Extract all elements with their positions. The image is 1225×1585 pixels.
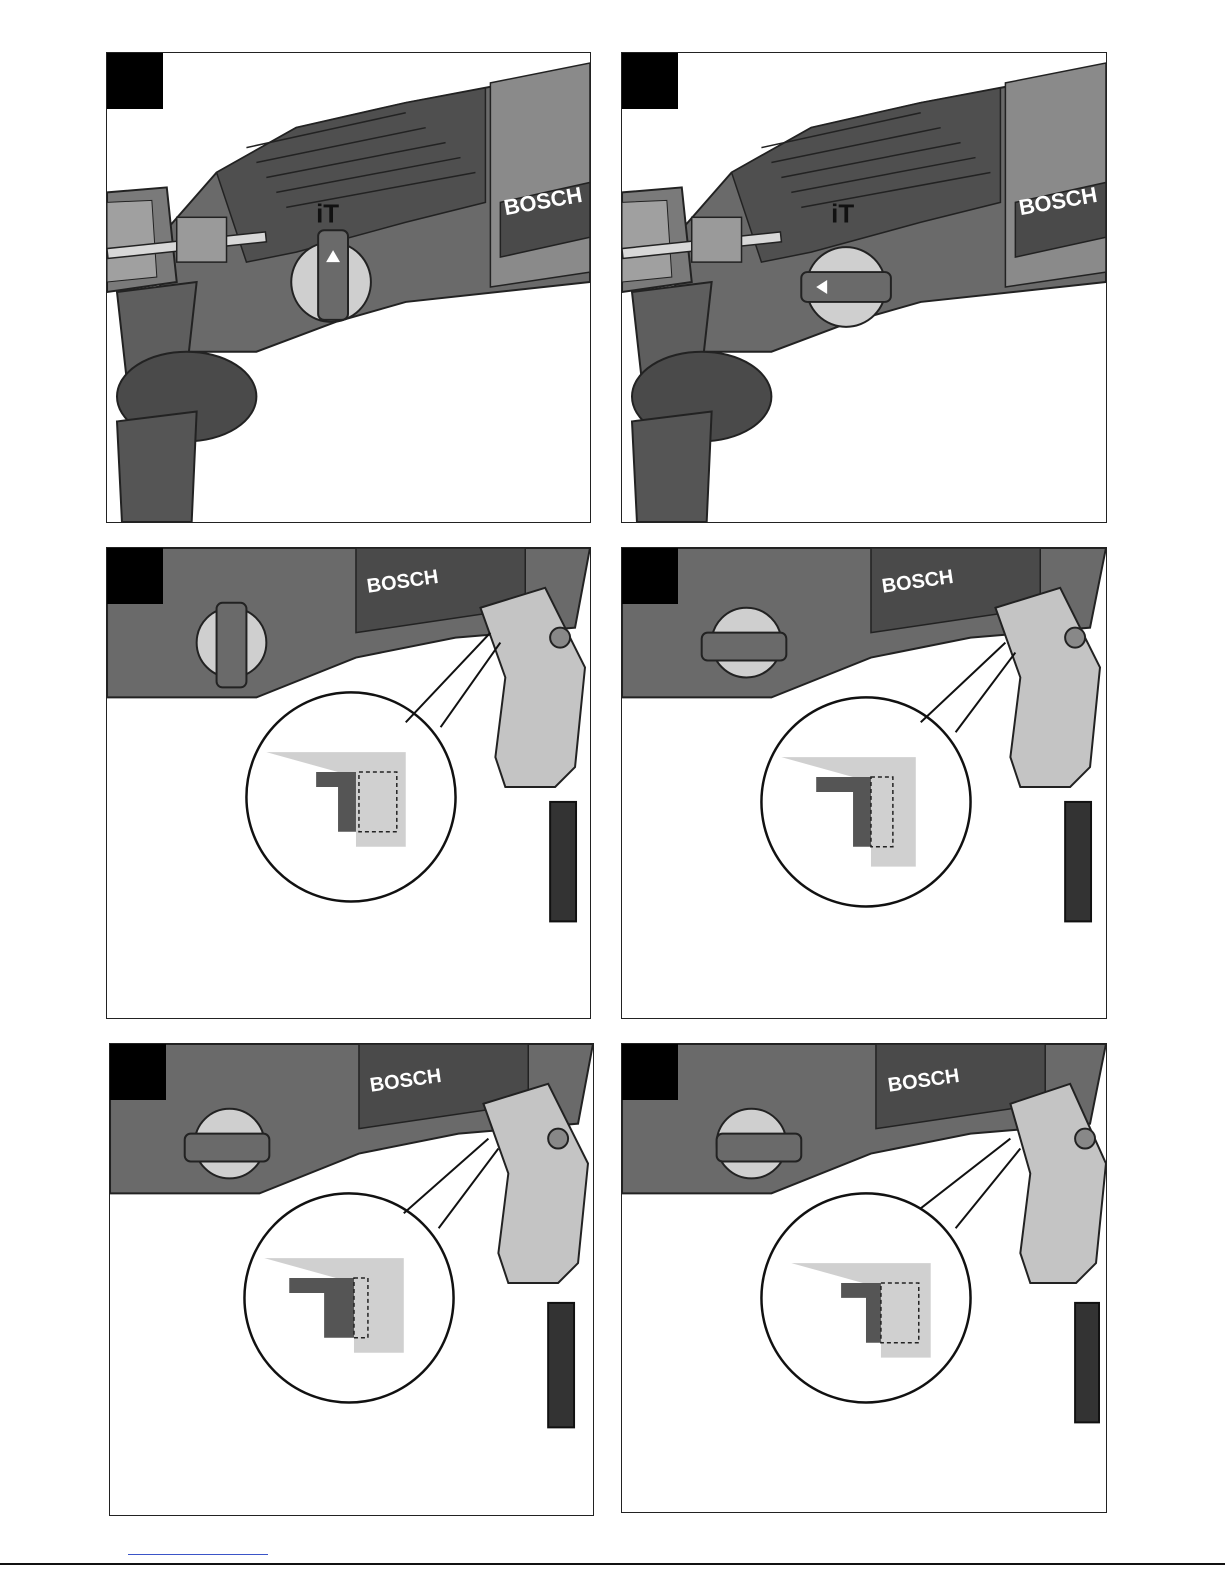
drill-illustration-side: BOSCH [622,548,1106,1018]
figure-label-box [110,1044,166,1100]
svg-text:iT: iT [316,200,339,228]
drill-illustration-front: BOSCH iT [107,53,590,522]
figure-panel-5: BOSCH [109,1043,594,1516]
figure-panel-6: BOSCH [621,1043,1107,1513]
figure-panel-3: BOSCH [106,547,591,1019]
mode-selector-knob [801,272,891,302]
mode-selector-knob [217,603,247,688]
mode-selector-knob [702,633,787,661]
figure-panel-2: BOSCH iT [621,52,1107,523]
figure-label-box [622,548,678,604]
drill-illustration-side: BOSCH [622,1044,1106,1512]
mode-selector-knob [318,230,348,320]
drill-illustration-side: BOSCH [107,548,590,1018]
page-link-underline [128,1554,268,1555]
mode-selector-knob [717,1134,802,1162]
figure-label-box [622,1044,678,1100]
drill-illustration-side: BOSCH [110,1044,593,1515]
figure-label-box [622,53,678,109]
page-bottom-rule [0,1563,1225,1565]
figure-label-box [107,548,163,604]
figure-panel-4: BOSCH [621,547,1107,1019]
svg-text:iT: iT [831,200,854,228]
figure-label-box [107,53,163,109]
mode-selector-knob [185,1134,270,1162]
figure-panel-1: BOSCH iT [106,52,591,523]
drill-illustration-front: BOSCH iT [622,53,1106,522]
